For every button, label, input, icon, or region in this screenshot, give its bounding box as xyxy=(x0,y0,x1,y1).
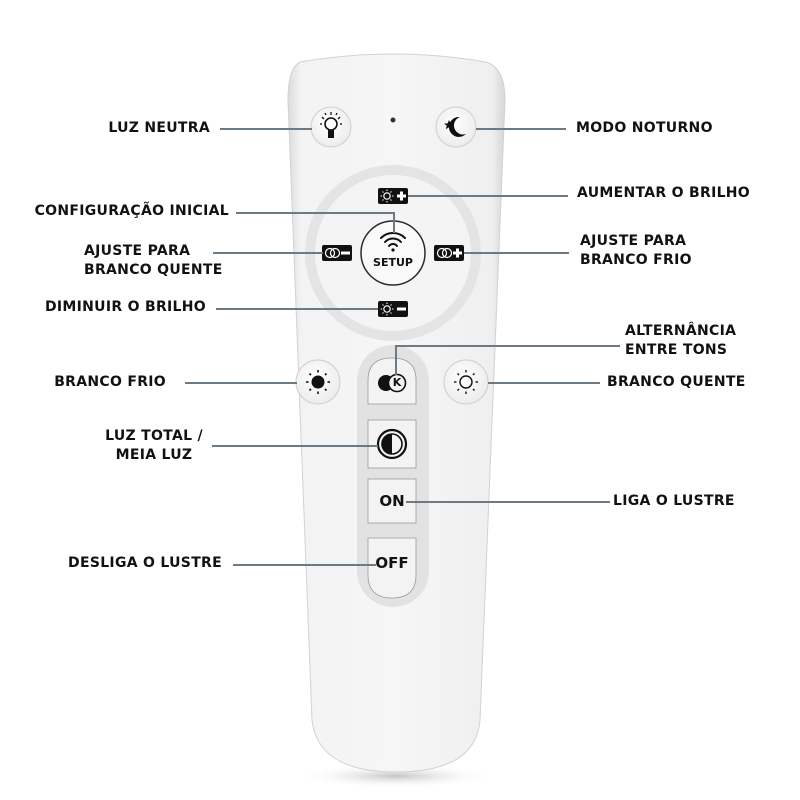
label-configuracao-inicial: CONFIGURAÇÃO INICIAL xyxy=(34,203,229,219)
label-luz-total: LUZ TOTAL / MEIA LUZ xyxy=(105,428,203,463)
label-luz-neutra: LUZ NEUTRA xyxy=(108,120,210,136)
leader-diminuir xyxy=(216,308,378,310)
kelvin-plus-icon[interactable] xyxy=(434,245,464,261)
label-ajuste-quente: AJUSTE PARA BRANCO QUENTE xyxy=(84,243,223,278)
label-modo-noturno: MODO NOTURNO xyxy=(576,120,713,136)
leader-luz-total xyxy=(212,445,378,447)
sun-plus-icon[interactable] xyxy=(378,188,408,204)
leader-modo-noturno xyxy=(476,128,566,130)
kelvin-toggle-icon[interactable] xyxy=(378,373,407,393)
label-aumentar-brilho: AUMENTAR O BRILHO xyxy=(577,185,751,201)
label-ajuste-frio: AJUSTE PARA BRANCO FRIO xyxy=(580,233,692,268)
label-desliga-lustre: DESLIGA O LUSTRE xyxy=(68,555,222,571)
label-liga-lustre: LIGA O LUSTRE xyxy=(613,493,735,509)
wifi-icon xyxy=(380,232,406,252)
leader-configuracao-v xyxy=(393,212,395,233)
setup-label: SETUP xyxy=(373,256,413,269)
off-button[interactable]: OFF xyxy=(375,554,409,572)
setup-button[interactable]: SETUP xyxy=(373,256,413,269)
label-diminuir-brilho: DIMINUIR O BRILHO xyxy=(45,299,206,315)
filled-sun-icon[interactable] xyxy=(306,370,330,394)
label-alternancia: ALTERNÂNCIA ENTRE TONS xyxy=(625,323,737,358)
leader-configuracao xyxy=(236,212,394,214)
leader-ajuste-frio xyxy=(464,252,569,254)
light-bulb-icon[interactable] xyxy=(320,112,342,138)
leader-desliga xyxy=(233,564,376,566)
leader-ajuste-quente xyxy=(213,252,323,254)
leader-alternancia-v xyxy=(395,345,397,375)
leader-aumentar xyxy=(408,195,568,197)
moon-star-icon[interactable] xyxy=(444,116,466,137)
sun-minus-icon[interactable] xyxy=(378,301,408,317)
kelvin-minus-icon[interactable] xyxy=(322,245,352,261)
k-letter: K xyxy=(392,376,402,389)
leader-branco-frio xyxy=(185,382,297,384)
leader-branco-quente xyxy=(488,382,600,384)
leader-alternancia xyxy=(395,345,620,347)
half-circle-icon[interactable] xyxy=(376,428,408,460)
on-button[interactable]: ON xyxy=(379,492,405,510)
label-branco-quente: BRANCO QUENTE xyxy=(607,374,746,390)
label-branco-frio: BRANCO FRIO xyxy=(54,374,166,390)
outline-sun-icon[interactable] xyxy=(454,370,478,394)
leader-liga xyxy=(406,501,610,503)
leader-luz-neutra xyxy=(220,128,312,130)
